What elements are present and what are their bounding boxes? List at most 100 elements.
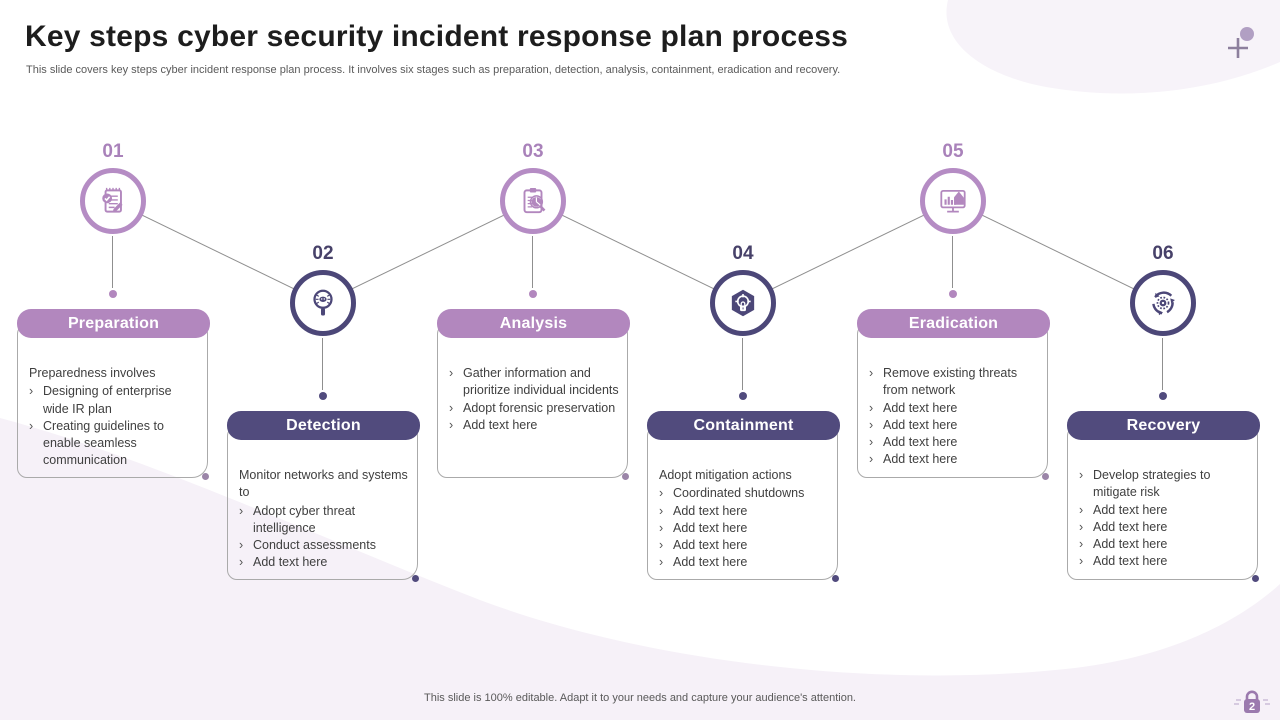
bullet-text: Designing of enterprise wide IR plan — [43, 384, 172, 416]
bullet-text: Add text here — [883, 400, 958, 415]
stage-bullet: › Add text here — [869, 451, 1039, 468]
stage-bullet: ›Add text here — [659, 554, 829, 571]
stage-bullet: › Adopt cyber threat intelligence — [239, 503, 409, 538]
connector-dot — [319, 392, 327, 400]
stage-column-recovery: 06 Recovery › Develop strategies to mitig… — [1067, 0, 1260, 620]
slide-header: Key steps cyber security incident respon… — [25, 20, 1125, 76]
stage-number: 05 — [942, 141, 964, 162]
stage-bullet-list: ›Develop strategies to mitigate risk›Add… — [1079, 467, 1249, 571]
stage-bullet: ›Conduct assessments — [239, 537, 409, 554]
bullet-marker: › — [239, 555, 244, 570]
stage-textbox: Preparedness involves ›Designing of ente… — [17, 324, 209, 480]
bullet-text: Remove existing threats from network — [883, 366, 1018, 398]
stage-bullet-list: › Gather information and prioritize indiv… — [449, 365, 619, 434]
stage-icon-circle — [80, 168, 146, 234]
stage-icon-circle — [920, 168, 986, 234]
bullet-marker: › — [869, 400, 874, 415]
bullet-text: Add text here — [673, 520, 748, 535]
connector-stem — [742, 338, 743, 390]
bullet-text: Gather information and prioritize indivi… — [463, 366, 619, 398]
connector-dot — [949, 290, 957, 298]
stage-bullet: ›Add text here — [869, 417, 1039, 434]
bullet-marker: › — [869, 366, 874, 380]
connector-stem — [112, 236, 113, 288]
stage-label-pill: Recovery — [1067, 411, 1260, 440]
bullet-marker: › — [1079, 537, 1084, 551]
stage-bullet-list: ›Coordinated shutdowns›Add text here›Add… — [659, 485, 829, 571]
bullet-marker: › — [1079, 554, 1084, 569]
stage-label: Preparation — [67, 314, 160, 332]
stage-number: 06 — [1152, 243, 1174, 264]
bullet-text: Develop strategies to mitigate risk — [1093, 468, 1211, 500]
bullet-marker: › — [1079, 519, 1084, 534]
bullet-marker: › — [869, 435, 874, 449]
bullet-text: Add text here — [1093, 537, 1168, 551]
stage-bullet: › Add text here — [1079, 553, 1249, 570]
stage-intro: Monitor networks and systems to — [239, 468, 408, 500]
bullet-text: Add text here — [1093, 502, 1168, 517]
footer-note: This slide is 100% editable. Adapt it to… — [424, 692, 856, 704]
stage-label-pill: Detection — [227, 411, 420, 440]
stage-textbox: Adopt mitigation actions ›Coordinated sh… — [647, 426, 839, 582]
stage-bullet: ›Adopt forensic preservation — [449, 400, 619, 417]
stage-label: Containment — [693, 416, 794, 434]
bullet-marker: › — [449, 400, 454, 415]
stage-label: Eradication — [908, 314, 999, 332]
bullet-text: Adopt cyber threat intelligence — [253, 503, 356, 535]
stage-textbox: ›Develop strategies to mitigate risk›Add… — [1067, 426, 1259, 582]
stage-bullet: › Add text here — [1079, 536, 1249, 553]
stage-bullet: ›Add text here — [659, 520, 829, 537]
bullet-marker: › — [869, 417, 874, 432]
bullet-text: Add text here — [1093, 554, 1168, 569]
bullet-marker: › — [239, 538, 244, 552]
stage-bullet: ›Add text here — [1079, 519, 1249, 536]
stage-column-containment: 04 Containment Adopt mitigation actions … — [647, 0, 840, 620]
stage-bullet: › Add text here — [869, 400, 1039, 417]
bullet-text: Add text here — [883, 452, 958, 467]
bullet-marker: › — [239, 503, 244, 518]
page-number-lock-badge: 2 — [1234, 690, 1270, 713]
checklist-notepad-icon — [96, 184, 130, 218]
stage-bullet-list: ›Remove existing threats from network›Ad… — [869, 365, 1039, 469]
curl-dot — [412, 575, 419, 582]
target-hexagon-icon — [726, 286, 760, 320]
bullet-marker: › — [659, 555, 664, 570]
connector-stem — [322, 338, 323, 390]
bullet-text: Creating guidelines to enable seamless c… — [43, 418, 164, 468]
bullet-marker: › — [659, 486, 664, 501]
stage-textbox: Monitor networks and systems to › Adopt c… — [227, 426, 419, 582]
slide-subtitle: This slide covers key steps cyber incide… — [26, 63, 841, 76]
stage-bullet: › Remove existing threats from network — [869, 365, 1039, 400]
bullet-text: Add text here — [673, 538, 748, 552]
bullet-text: Add text here — [463, 417, 538, 432]
curl-dot — [1252, 575, 1259, 582]
stage-icon-circle — [290, 270, 356, 336]
connector-dot — [529, 290, 537, 298]
stage-label-pill: Containment — [647, 411, 840, 440]
bullet-text: Add text here — [253, 555, 328, 570]
stage-number: 04 — [732, 243, 754, 264]
stage-bullet-list: › Adopt cyber threat intelligence ›Conduct… — [239, 503, 409, 572]
stage-bullet: › Add text here — [1079, 502, 1249, 519]
stage-bullet: ›Creating guidelines to enable seamless … — [29, 418, 199, 470]
bullet-marker: › — [1079, 502, 1084, 517]
stage-label-pill: Eradication — [857, 309, 1050, 338]
stage-textbox: ›Remove existing threats from network›Ad… — [857, 324, 1049, 480]
bullet-marker: › — [659, 503, 664, 518]
stage-bullet: › Develop strategies to mitigate risk — [1079, 467, 1249, 502]
clipboard-analysis-icon — [516, 184, 550, 218]
bullet-marker: › — [1079, 468, 1084, 482]
bullet-marker: › — [449, 417, 454, 432]
bullet-marker: › — [869, 452, 874, 467]
stage-label: Analysis — [499, 314, 568, 332]
connector-dot — [1159, 392, 1167, 400]
connector-stem — [952, 236, 953, 288]
stage-textbox: › Gather information and prioritize indiv… — [437, 324, 629, 480]
connector-dot — [109, 290, 117, 298]
stage-bullet: ›Add text here — [659, 503, 829, 520]
curl-dot — [1042, 473, 1049, 480]
curl-dot — [832, 575, 839, 582]
